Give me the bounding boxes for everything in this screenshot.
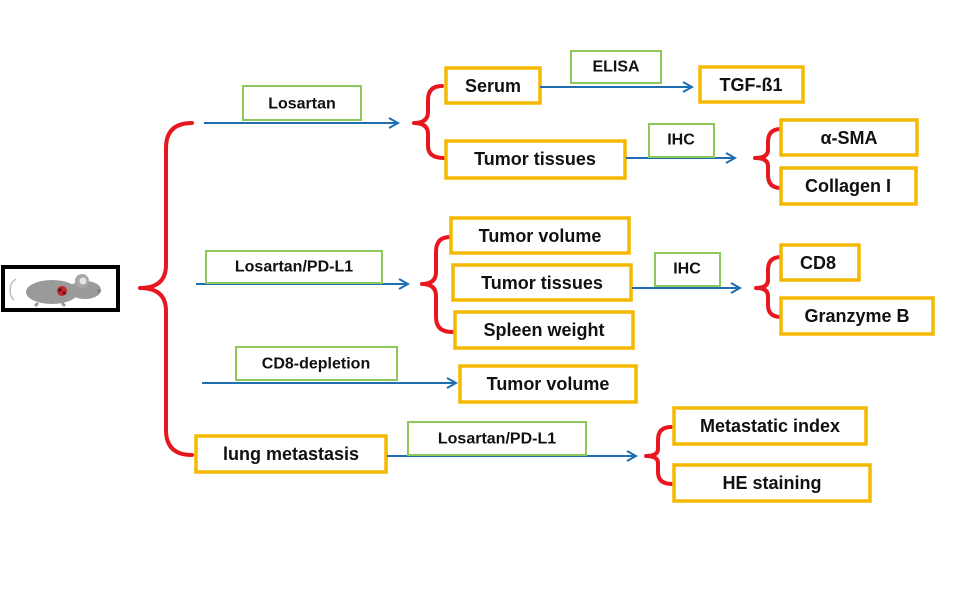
method-elisa: ELISA bbox=[592, 59, 640, 76]
result-tgf bbox=[698, 65, 805, 104]
result-collagen-label: Collagen I bbox=[805, 176, 891, 196]
subject-mouse bbox=[1, 265, 120, 312]
outcome-spleen-weight bbox=[453, 310, 635, 350]
treatment-combo: Losartan/PD-L1 bbox=[235, 259, 353, 276]
outcome-serum bbox=[444, 66, 542, 105]
outcome-tumor-tissues-2 bbox=[451, 263, 633, 302]
outcome-tumor-tissues-1 bbox=[444, 139, 627, 180]
method-box-metastasis bbox=[407, 421, 587, 456]
brace-ihc-2 bbox=[754, 255, 783, 319]
result-granzyme bbox=[779, 296, 935, 336]
main-brace bbox=[138, 121, 194, 457]
outcome-tumor-volume-2 bbox=[458, 364, 638, 404]
outcome-tumor-tissues-1-label: Tumor tissues bbox=[474, 149, 596, 169]
outcome-metastatic-index-label: Metastatic index bbox=[700, 416, 840, 436]
brace-metastasis bbox=[644, 425, 674, 486]
brace-losartan bbox=[412, 84, 446, 160]
outcome-tumor-tissues-2-label: Tumor tissues bbox=[481, 273, 603, 293]
result-granzyme-label: Granzyme B bbox=[804, 306, 909, 326]
treatment-depletion: CD8-depletion bbox=[262, 356, 370, 373]
method-box-elisa bbox=[570, 50, 662, 84]
outcome-he-staining-label: HE staining bbox=[722, 473, 821, 493]
brace-combo bbox=[420, 235, 454, 334]
outcome-tumor-volume-2-label: Tumor volume bbox=[487, 374, 610, 394]
method-box-losartan bbox=[242, 85, 362, 121]
tumor-icon bbox=[57, 286, 67, 296]
branch-metastasis: lung metastasis Losartan/PD-L1 Metastati… bbox=[194, 406, 872, 503]
outcome-metastatic-index bbox=[672, 406, 868, 446]
treatment-metastasis: Losartan/PD-L1 bbox=[438, 431, 556, 448]
model-lung-metastasis-label: lung metastasis bbox=[223, 444, 359, 464]
outcome-tumor-volume-1 bbox=[449, 216, 631, 255]
method-ihc-1: IHC bbox=[667, 132, 695, 149]
method-box-combo bbox=[205, 250, 383, 284]
result-collagen bbox=[779, 166, 918, 206]
result-tgf-label: TGF-ß1 bbox=[720, 75, 783, 95]
result-cd8 bbox=[779, 243, 861, 282]
model-lung-metastasis bbox=[194, 434, 388, 474]
brace-ihc-1 bbox=[753, 127, 783, 190]
method-box-ihc-2 bbox=[654, 252, 721, 287]
outcome-tumor-volume-1-label: Tumor volume bbox=[479, 226, 602, 246]
method-ihc-2: IHC bbox=[673, 261, 701, 278]
treatment-losartan: Losartan bbox=[268, 96, 336, 113]
outcome-serum-label: Serum bbox=[465, 76, 521, 96]
result-asma bbox=[779, 118, 919, 157]
branch-losartan: Losartan Serum ELISA TGF-ß1 Tumor tissue… bbox=[204, 50, 919, 206]
result-asma-label: α-SMA bbox=[820, 128, 877, 148]
mouse-icon bbox=[9, 274, 101, 308]
outcome-spleen-weight-label: Spleen weight bbox=[483, 320, 604, 340]
branch-depletion: CD8-depletion Tumor volume bbox=[202, 346, 638, 404]
method-box-ihc-1 bbox=[648, 123, 715, 158]
result-cd8-label: CD8 bbox=[800, 253, 836, 273]
method-box-depletion bbox=[235, 346, 398, 381]
outcome-he-staining bbox=[672, 463, 872, 503]
branch-combo: Losartan/PD-L1 Tumor volume Tumor tissue… bbox=[196, 216, 935, 350]
